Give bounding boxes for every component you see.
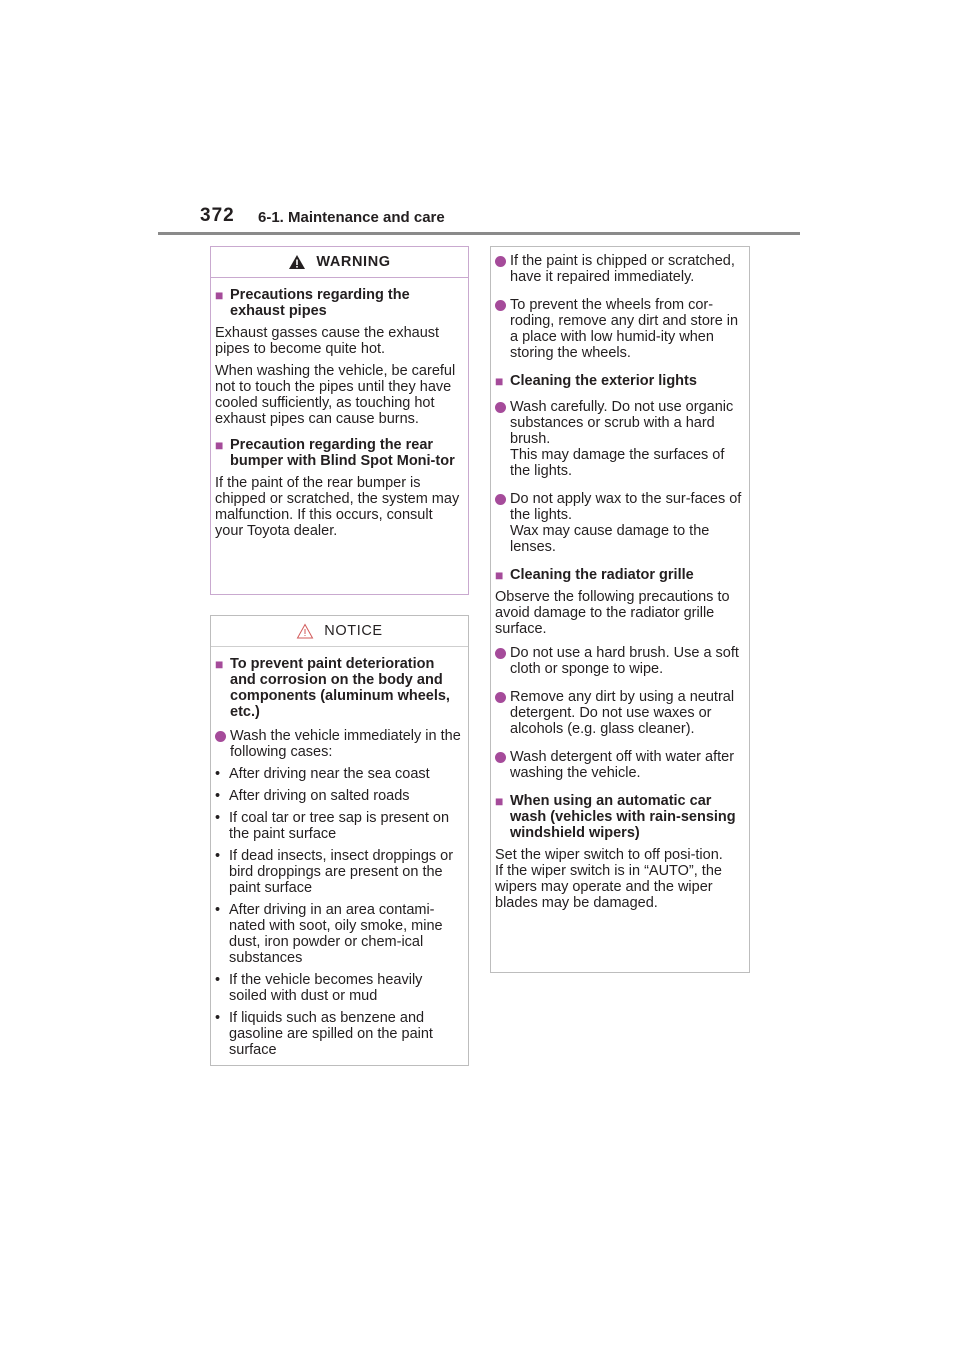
list-item: •After driving on salted roads <box>215 788 410 804</box>
list-item: •If dead insects, insect droppings or bi… <box>215 848 454 896</box>
notice-bullet: Wash detergent off with water after wash… <box>495 749 745 781</box>
notice-bullet: Do not use a hard brush. Use a soft clot… <box>495 645 745 677</box>
warning-para: Exhaust gasses cause the exhaust pipes t… <box>215 325 440 357</box>
notice-bullet: Do not apply wax to the sur-faces of the… <box>495 491 745 555</box>
bullet-dot-icon <box>495 648 506 659</box>
notice-box: NOTICE ■ To prevent paint deterioration … <box>210 615 469 1066</box>
square-bullet-icon: ■ <box>495 567 504 583</box>
notice-body: ■ To prevent paint deterioration and cor… <box>211 647 468 1062</box>
list-item: •After driving in an area contami-nated … <box>215 902 443 966</box>
bullet-dot-icon <box>215 731 226 742</box>
warning-heading-exhaust: ■ Precautions regarding the exhaust pipe… <box>215 287 410 319</box>
notice-heading: ■ To prevent paint deterioration and cor… <box>215 656 450 720</box>
notice-para: Observe the following precautions to avo… <box>495 589 730 637</box>
section-title: 6-1. Maintenance and care <box>258 209 445 226</box>
bullet-dot-icon <box>495 256 506 267</box>
heading-radiator-grille: ■ Cleaning the radiator grille <box>495 567 694 583</box>
list-item: •If the vehicle becomes heavily soiled w… <box>215 972 423 1004</box>
notice-bullet: Wash carefully. Do not use organic subst… <box>495 399 745 479</box>
page-number: 372 <box>200 205 235 226</box>
heading-car-wash: ■ When using an automatic car wash (vehi… <box>495 793 736 841</box>
square-bullet-icon: ■ <box>215 656 224 672</box>
notice-bullet: To prevent the wheels from cor-roding, r… <box>495 297 745 361</box>
warning-para: If the paint of the rear bumper is chipp… <box>215 475 460 539</box>
warning-box: WARNING ■ Precautions regarding the exha… <box>210 246 469 595</box>
heading-exterior-lights: ■ Cleaning the exterior lights <box>495 373 697 389</box>
bullet-dot-icon <box>495 752 506 763</box>
warning-heading-bumper: ■ Precaution regarding the rear bumper w… <box>215 437 455 469</box>
bullet-dot-icon <box>495 300 506 311</box>
bullet-dot-icon <box>495 494 506 505</box>
warning-header: WARNING <box>211 247 468 278</box>
notice-continued-box: If the paint is chipped or scratched, ha… <box>490 246 750 973</box>
warning-para: When washing the vehicle, be careful not… <box>215 363 456 427</box>
warning-triangle-icon <box>289 255 306 269</box>
page-header: 372 6-1. Maintenance and care <box>200 205 800 235</box>
list-item: •If coal tar or tree sap is present on t… <box>215 810 450 842</box>
warning-label: WARNING <box>316 254 391 270</box>
bullet-dot-icon <box>495 692 506 703</box>
list-item: •If liquids such as benzene and gasoline… <box>215 1010 433 1058</box>
list-item: •After driving near the sea coast <box>215 766 430 782</box>
notice-bullet: If the paint is chipped or scratched, ha… <box>495 253 745 285</box>
notice-header: NOTICE <box>211 616 468 647</box>
square-bullet-icon: ■ <box>495 793 504 809</box>
notice-label: NOTICE <box>324 623 383 639</box>
notice-triangle-icon <box>296 623 314 639</box>
square-bullet-icon: ■ <box>215 287 224 303</box>
notice-bullet: Wash the vehicle immediately in the foll… <box>215 728 464 760</box>
notice-bullet: Remove any dirt by using a neutral deter… <box>495 689 745 737</box>
notice-para: Set the wiper switch to off posi-tion. I… <box>495 847 723 911</box>
header-divider <box>158 232 800 235</box>
warning-body: ■ Precautions regarding the exhaust pipe… <box>211 278 468 543</box>
square-bullet-icon: ■ <box>215 437 224 453</box>
notice-continued-body: If the paint is chipped or scratched, ha… <box>491 247 749 915</box>
square-bullet-icon: ■ <box>495 373 504 389</box>
bullet-dot-icon <box>495 402 506 413</box>
